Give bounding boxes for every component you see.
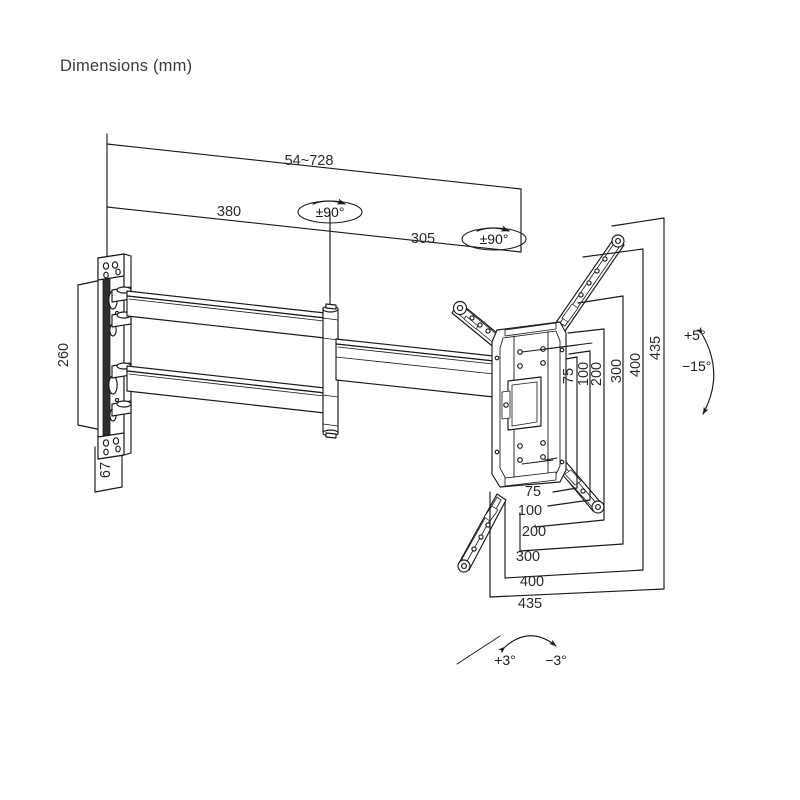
label-vesa-h-400: 400 [520,574,544,590]
vesa-leader-lines [521,342,593,465]
dimension-box-75 [552,356,578,493]
dimension-line-wall-plate-height [77,280,98,430]
label-vesa-v-200: 200 [589,362,605,386]
tv-bracket [451,234,625,573]
page-title: Dimensions (mm) [60,57,193,75]
label-arm-two-length: 305 [411,231,435,247]
label-vesa-h-100: 100 [518,503,542,519]
dimension-box-400 [504,248,644,579]
label-tilt-up: +5° [684,327,706,343]
arm-segment-two [335,338,504,399]
dimension-box-200 [534,328,605,528]
label-vesa-h-200: 200 [522,524,546,540]
label-swivel-joint-two: ±90° [480,231,509,247]
dimension-box-300 [519,295,624,552]
label-vesa-h-75: 75 [525,484,541,500]
rotation-angle-arc [456,635,557,665]
label-wall-plate-depth: 67 [98,462,114,478]
label-extension-range: 54~728 [285,153,334,169]
bracket-arm-upper-right [554,234,625,332]
label-swivel-joint-one: ±90° [316,204,345,220]
dimension-box-435 [489,217,665,598]
label-panel-height-435: 435 [648,336,664,360]
dimension-line-arm-lengths [106,206,522,319]
label-vesa-h-300: 300 [516,549,540,565]
dimension-line-extension-range [106,143,522,234]
arm-segment-one [126,290,326,414]
tilt-angle-arc [696,326,715,415]
swivel-arrow-one [297,198,363,224]
mid-pivot-post [322,303,339,439]
label-tilt-down: −15° [682,358,711,374]
label-arm-one-length: 380 [217,204,241,220]
label-vesa-v-300: 300 [609,359,625,383]
label-rotate-clockwise: +3° [494,652,516,668]
bracket-arm-upper-left [451,300,504,350]
label-rotate-counterclockwise: −3° [545,652,567,668]
wall-plate [97,253,132,460]
dimension-box-100 [547,350,591,507]
label-panel-width-435: 435 [518,596,542,612]
label-vesa-v-75: 75 [561,368,577,384]
label-vesa-v-100: 100 [576,362,592,386]
label-vesa-v-400: 400 [628,353,644,377]
bracket-arm-lower-left [457,493,507,573]
swivel-arrow-two [461,225,527,251]
label-wall-plate-height: 260 [56,343,72,367]
